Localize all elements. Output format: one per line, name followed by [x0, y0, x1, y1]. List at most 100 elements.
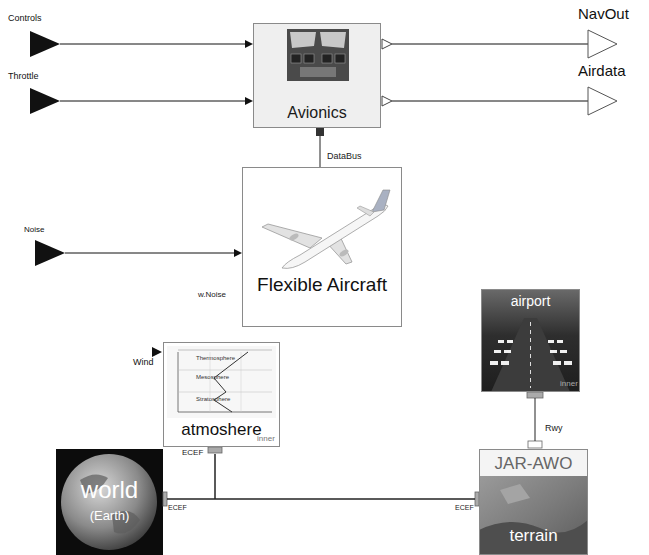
- port-name: Rwy: [545, 424, 563, 434]
- terrain-block: JAR-AWO terrain: [479, 449, 588, 555]
- node-subtitle: terrain: [509, 527, 557, 546]
- airport-picture-part: [481, 289, 580, 392]
- aircraft-picture-part: [262, 224, 322, 248]
- airport-picture: [481, 289, 580, 392]
- airport-picture-part: [557, 340, 563, 343]
- signal-ports-part: [245, 40, 253, 48]
- avionics-picture-part: [300, 67, 336, 77]
- connector-line: [215, 454, 475, 499]
- port-name: w.Noise: [198, 291, 226, 300]
- node-title: Avionics: [287, 104, 346, 122]
- airport-picture-part: [553, 361, 561, 365]
- signal-name: Controls: [8, 14, 42, 24]
- signal-ports-part: [152, 347, 162, 357]
- airport-picture-part: [498, 340, 504, 343]
- atmosphere-chart-part: [178, 352, 179, 412]
- terrain-picture-part: [479, 476, 588, 555]
- node-title: world: [81, 477, 138, 503]
- atmosphere-chart-part: [167, 346, 276, 418]
- airport-picture-part: [494, 350, 501, 353]
- terrain-picture-part: [479, 520, 588, 555]
- chart-label: Stratosphere: [196, 396, 230, 403]
- signal-ports-part: [382, 96, 392, 106]
- signal-ports-part: [588, 87, 617, 115]
- signal-ports-part: [234, 249, 242, 257]
- atmosphere-chart-part: [178, 412, 272, 413]
- avionics-picture-part: [322, 54, 332, 63]
- connector-line: [320, 136, 321, 167]
- aircraft-block: Flexible Aircraft: [242, 167, 402, 327]
- terrain-picture-part: [479, 449, 588, 555]
- signal-ports: [30, 30, 617, 357]
- signal-ports-part: [30, 88, 60, 114]
- airport-picture-part: [490, 361, 498, 365]
- port-name: inner: [257, 435, 275, 444]
- aircraft-picture-part: [338, 248, 349, 257]
- signal-ports-part: [588, 30, 617, 58]
- avionics-picture-part: [291, 54, 301, 63]
- port-name: ECEF: [182, 449, 203, 458]
- signal-name: Noise: [24, 226, 44, 235]
- aircraft-picture: [262, 190, 390, 268]
- airport-picture-part: [548, 340, 554, 343]
- port-name: ECEF: [168, 504, 187, 512]
- node-title: airport: [511, 294, 551, 309]
- connector-ports-part: [528, 441, 542, 448]
- atmosphere-chart-part: [241, 352, 242, 412]
- signal-ports-part: [30, 31, 60, 57]
- avionics-picture-part: [304, 54, 314, 63]
- node-title: JAR-AWO: [495, 455, 573, 474]
- signal-ports-part: [245, 97, 253, 105]
- aircraft-picture-part: [282, 205, 388, 269]
- connector-line: [167, 454, 215, 499]
- terrain-picture: [479, 449, 588, 555]
- aircraft-picture-part: [288, 232, 299, 241]
- signal-name: NavOut: [578, 6, 629, 23]
- chart-label: Mesosphere: [196, 374, 229, 381]
- signal-name: Airdata: [578, 63, 626, 80]
- airport-picture-part: [507, 340, 513, 343]
- airport-picture-part: [504, 350, 511, 353]
- avionics-picture-part: [320, 32, 346, 48]
- connector-ports-part: [316, 128, 324, 136]
- chart-label: Thermosphere: [196, 355, 235, 362]
- signal-ports-part: [60, 101, 246, 102]
- avionics-block: Avionics: [253, 23, 381, 128]
- port-name: DataBus: [327, 152, 362, 162]
- airport-picture-part: [560, 350, 567, 353]
- world-block: world(Earth): [56, 449, 163, 555]
- earth-picture-part: [61, 454, 157, 550]
- signal-ports-part: [60, 44, 246, 45]
- airport-block: airport: [481, 289, 580, 392]
- airport-picture-part: [564, 361, 572, 365]
- signal-ports-part: [392, 44, 588, 45]
- avionics-picture-part: [287, 29, 349, 81]
- signal-ports-part: [65, 253, 235, 254]
- node-title: atmoshere: [181, 421, 261, 440]
- earth-picture-part: [56, 449, 163, 555]
- connector-ports-part: [208, 447, 222, 453]
- node-title: Flexible Aircraft: [257, 275, 387, 296]
- avionics-picture-part: [253, 23, 381, 128]
- airport-picture-part: [550, 350, 557, 353]
- airport-picture-part: [490, 340, 572, 365]
- avionics-picture-part: [290, 32, 316, 48]
- connector-ports-part: [163, 492, 167, 506]
- signal-name: Wind: [133, 358, 154, 368]
- port-name: ECEF: [455, 504, 474, 512]
- atmosphere-chart-part: [178, 350, 272, 351]
- signal-ports-part: [392, 101, 588, 102]
- aircraft-picture-part: [357, 206, 374, 216]
- airport-picture-part: [491, 318, 570, 392]
- connector-line: [535, 398, 536, 441]
- aircraft-picture-part: [372, 190, 390, 212]
- airport-picture-part: [501, 361, 509, 365]
- port-name: inner: [560, 380, 578, 389]
- signal-ports-part: [35, 240, 65, 266]
- atmosphere-chart: [167, 346, 276, 418]
- connector-ports-part: [527, 392, 543, 398]
- signal-ports-part: [382, 39, 392, 49]
- airport-picture-part: [530, 322, 531, 388]
